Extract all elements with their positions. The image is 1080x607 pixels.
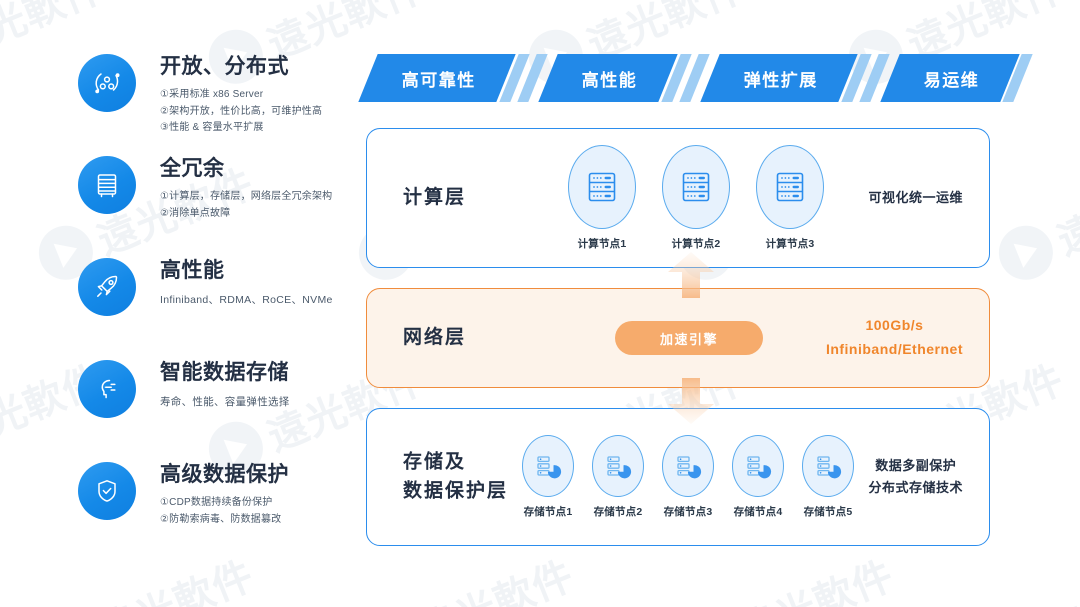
distributed-nodes-icon (78, 54, 136, 112)
banner-separator (840, 54, 890, 102)
banner-separator (499, 54, 548, 102)
storage-node-label: 存储节点3 (663, 506, 713, 518)
storage-node-label: 存储节点1 (523, 506, 573, 518)
server-node-icon (568, 145, 636, 229)
banner-item-performance[interactable]: 高性能 (538, 54, 678, 102)
banner-item-label: 易运维 (923, 70, 980, 90)
compute-layer-title: 计算层 (403, 186, 467, 208)
banner-item-elastic-scaling[interactable]: 弹性扩展 (699, 54, 858, 102)
network-layer-right-label: 100Gb/s Infiniband/Ethernet (826, 314, 963, 362)
feature-detail-lines: ①采用标准 x86 Server ②架构开放，性价比高，可维护性高 ③性能 & … (160, 87, 322, 137)
server-node-icon (756, 145, 824, 229)
server-rack-icon (78, 156, 136, 214)
feature-line: ①计算层，存储层，网络层全冗余架构 (160, 191, 333, 203)
feature-item-open-distributed: 开放、分布式 ①采用标准 x86 Server ②架构开放，性价比高，可维护性高… (78, 52, 350, 154)
storage-node[interactable]: 存储节点4 (723, 435, 793, 519)
feature-subtitle: Infiniband、RDMA、RoCE、NVMe (160, 294, 333, 307)
storage-node-group: 存储节点1 (513, 435, 863, 519)
storage-layer-title: 存储及 数据保护层 (403, 449, 508, 506)
feature-item-high-performance: 高性能 Infiniband、RDMA、RoCE、NVMe (78, 256, 350, 358)
feature-line: ③性能 & 容量水平扩展 (160, 122, 264, 134)
storage-node[interactable]: 存储节点3 (653, 435, 723, 519)
banner-item-reliability[interactable]: 高可靠性 (358, 54, 516, 102)
compute-node[interactable]: 计算节点2 (649, 145, 743, 251)
compute-node[interactable]: 计算节点1 (555, 145, 649, 251)
compute-node-group: 计算节点1 (555, 145, 837, 251)
smart-head-icon (78, 360, 136, 418)
storage-node-icon (592, 435, 644, 497)
storage-protection-line2: 分布式存储技术 (868, 480, 963, 495)
compute-node-label: 计算节点2 (671, 238, 721, 250)
shield-check-icon (78, 462, 136, 520)
network-layer-panel: 网络层 加速引擎 100Gb/s Infiniband/Ethernet (366, 288, 990, 388)
rocket-icon (78, 258, 136, 316)
network-speed-value: 100Gb/s (865, 317, 924, 334)
banner-item-label: 高可靠性 (402, 70, 476, 90)
storage-node[interactable]: 存储节点2 (583, 435, 653, 519)
banner-item-label: 高性能 (582, 70, 638, 90)
banner-item-easy-ops[interactable]: 易运维 (879, 54, 1019, 102)
storage-node-label: 存储节点4 (733, 506, 783, 518)
server-node-icon (662, 145, 730, 229)
storage-layer-title-line2: 数据保护层 (403, 480, 509, 501)
storage-layer-panel: 存储及 数据保护层 (366, 408, 990, 546)
acceleration-engine-pill[interactable]: 加速引擎 (615, 321, 763, 355)
feature-item-advanced-protection: 高级数据保护 ①CDP数据持续备份保护 ②防勒索病毒、防数据篡改 (78, 460, 350, 562)
compute-node-label: 计算节点1 (577, 238, 627, 250)
attribute-banner: 高可靠性 高性能 弹性扩展 (358, 54, 1033, 102)
storage-node-label: 存储节点5 (803, 506, 853, 518)
storage-node-icon (732, 435, 784, 497)
compute-node[interactable]: 计算节点3 (743, 145, 837, 251)
storage-node[interactable]: 存储节点1 (513, 435, 583, 519)
feature-title: 智能数据存储 (160, 361, 289, 384)
storage-layer-right-label: 数据多副保护 分布式存储技术 (868, 455, 963, 499)
feature-item-smart-storage: 智能数据存储 寿命、性能、容量弹性选择 (78, 358, 350, 460)
storage-node-label: 存储节点2 (593, 506, 643, 518)
feature-title: 开放、分布式 (160, 55, 289, 78)
banner-item-label: 弹性扩展 (743, 70, 818, 90)
feature-item-full-redundancy: 全冗余 ①计算层，存储层，网络层全冗余架构 ②消除单点故障 (78, 154, 350, 256)
feature-line: ②消除单点故障 (160, 207, 231, 219)
compute-layer-right-label: 可视化统一运维 (868, 189, 963, 205)
feature-title: 高级数据保护 (160, 463, 289, 486)
feature-line: ②架构开放，性价比高，可维护性高 (160, 105, 323, 117)
storage-node[interactable]: 存储节点5 (793, 435, 863, 519)
banner-separator (660, 54, 710, 102)
storage-node-icon (802, 435, 854, 497)
feature-line: ②防勒索病毒、防数据篡改 (160, 513, 282, 525)
feature-title: 全冗余 (160, 157, 225, 180)
storage-node-icon (522, 435, 574, 497)
feature-detail-lines: ①计算层，存储层，网络层全冗余架构 ②消除单点故障 (160, 189, 332, 222)
storage-protection-line1: 数据多副保护 (875, 457, 957, 473)
feature-detail-lines: ①CDP数据持续备份保护 ②防勒索病毒、防数据篡改 (160, 495, 289, 528)
network-protocol-value: Infiniband/Ethernet (825, 341, 963, 357)
feature-line: ①CDP数据持续备份保护 (160, 497, 273, 509)
network-layer-title: 网络层 (403, 326, 467, 348)
storage-layer-title-line1: 存储及 (403, 451, 467, 473)
feature-line: ①采用标准 x86 Server (160, 89, 264, 101)
compute-node-label: 计算节点3 (765, 238, 815, 250)
feature-title: 高性能 (160, 259, 225, 282)
feature-subtitle: 寿命、性能、容量弹性选择 (160, 396, 290, 409)
feature-list: 开放、分布式 ①采用标准 x86 Server ②架构开放，性价比高，可维护性高… (78, 52, 350, 562)
acceleration-engine-label: 加速引擎 (659, 331, 718, 347)
compute-layer-panel: 计算层 (366, 128, 990, 268)
storage-node-icon (662, 435, 714, 497)
